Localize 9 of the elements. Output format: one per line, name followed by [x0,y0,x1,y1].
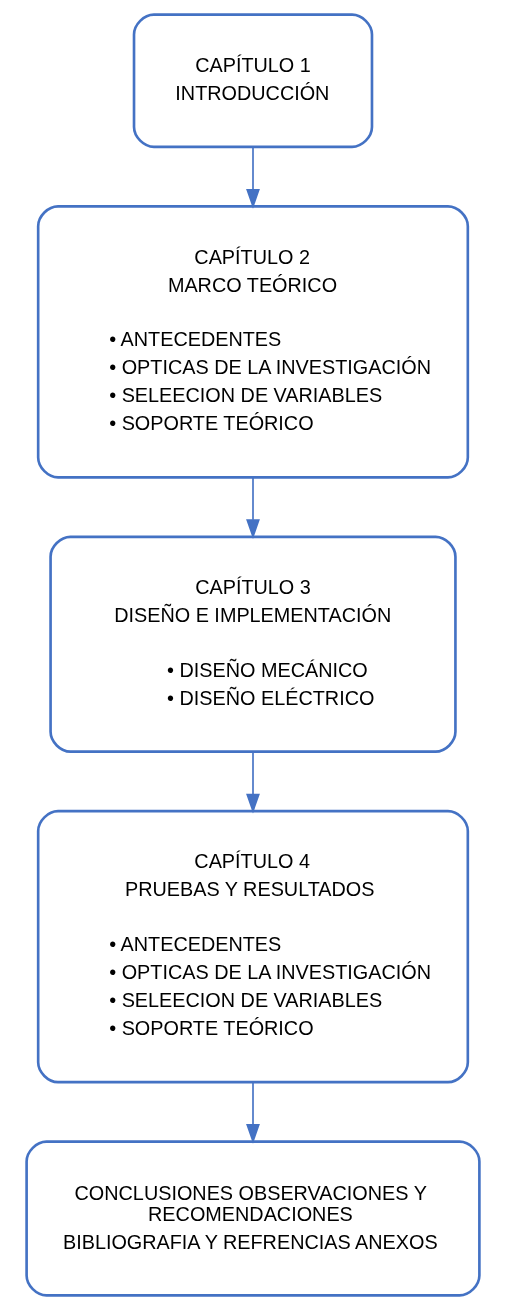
node-box: CONCLUSIONES OBSERVACIONES Y RECOMENDACIONES BIBLIOGRAFIA Y REFRENCIAS ANEXOS [24,1140,481,1297]
node-box: CAPÍTULO 3 DISEÑO E IMPLEMENTACIÓN • DISEÑO MECÁNICO • DISEÑO ELÉCTRICO [48,535,457,753]
node-box: CAPÍTULO 4 PRUEBAS Y RESULTADOS • ANTECEDENTES • OPTICAS DE LA INVESTIGACIÓN • SELEECION DE VARIABLES • SOPORTE TEÓRICO [36,809,469,1084]
node-box: CAPÍTULO 1 INTRODUCCIÓN [132,13,373,149]
arrow [245,476,260,540]
node-box: CAPÍTULO 2 MARCO TEÓRICO • ANTECEDENTES • OPTICAS DE LA INVESTIGACIÓN • SELEECION DE VARIABLES • SOPORTE TEÓRICO [36,205,469,479]
arrow [245,146,260,209]
arrow [245,1081,260,1144]
arrow [245,750,260,814]
